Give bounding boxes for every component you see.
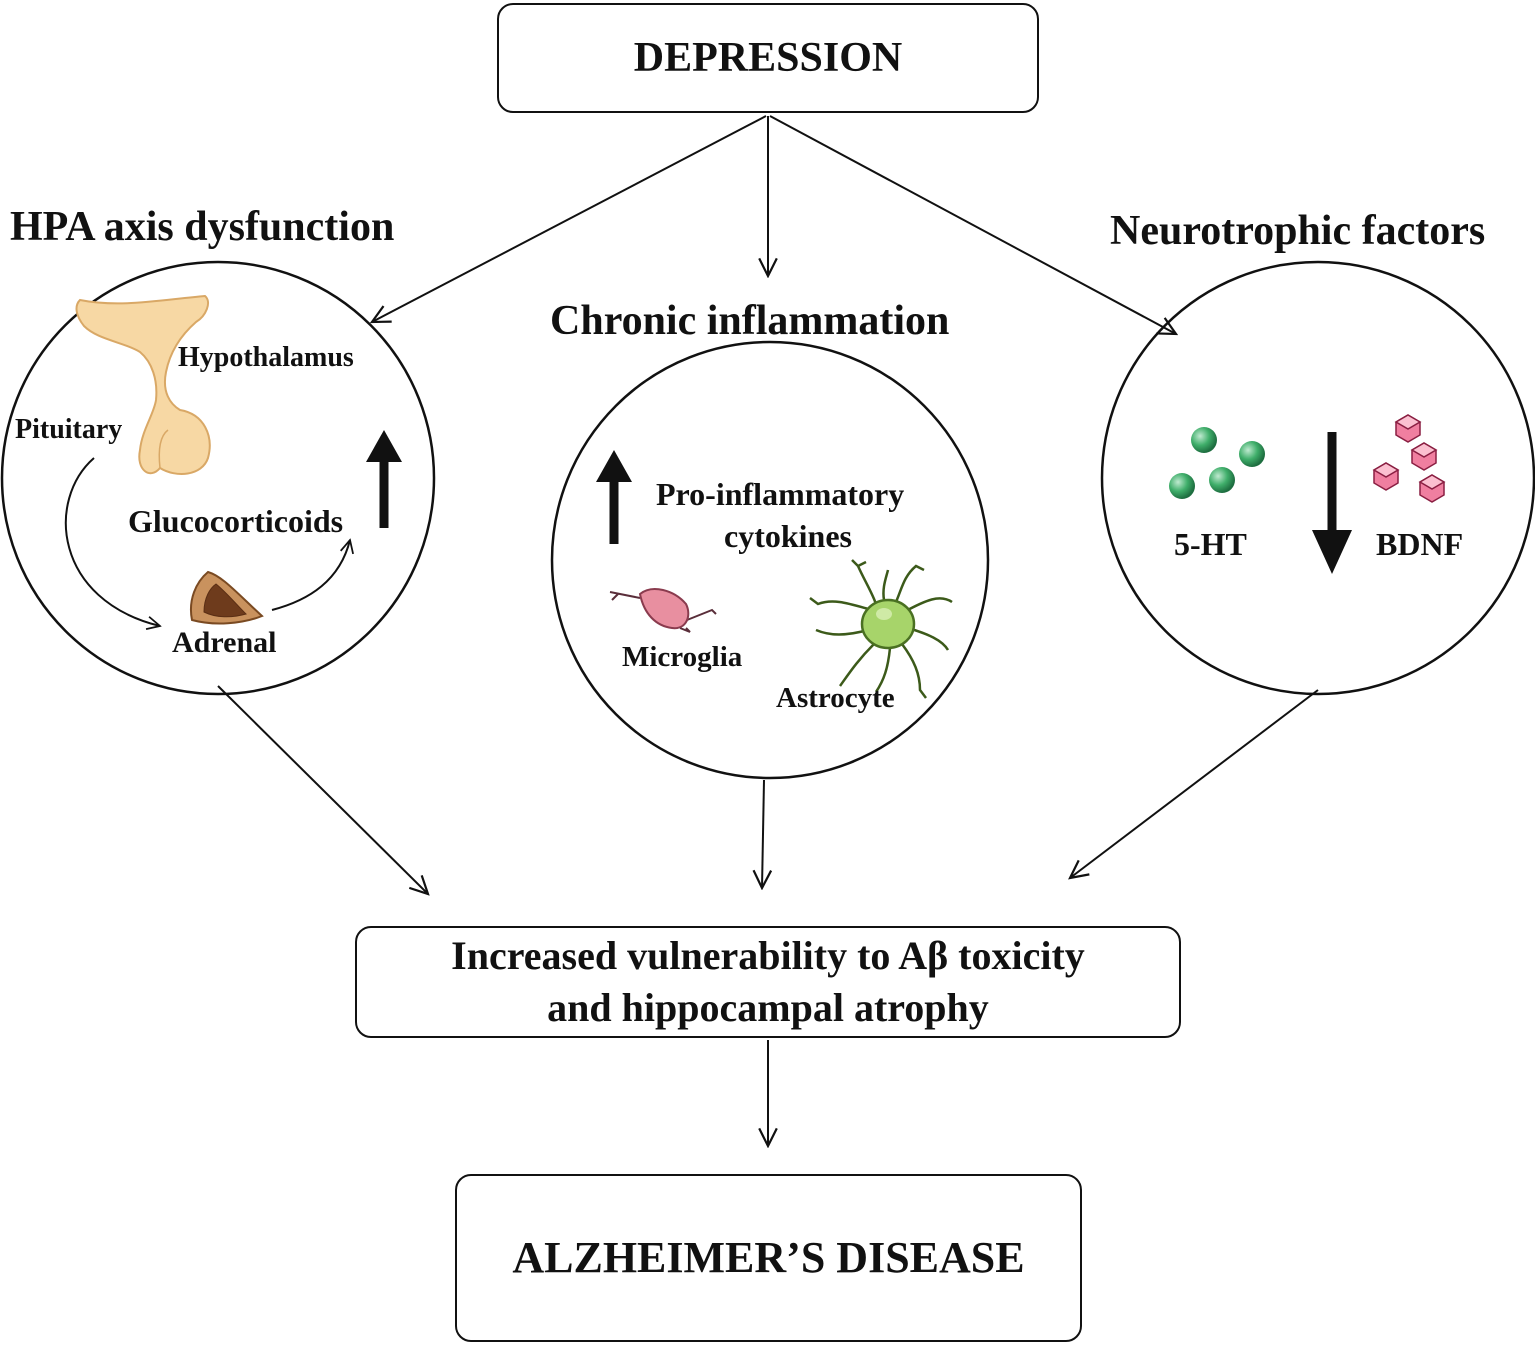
cytokines-label-line-2: cytokines (724, 518, 852, 554)
serotonin-molecules-icon (1169, 427, 1265, 499)
vulnerability-box: Increased vulnerability to Aβ toxicity a… (355, 926, 1181, 1038)
depression-box: DEPRESSION (497, 3, 1039, 113)
arrow-hpa-to-vulnerability (217, 685, 428, 894)
vulnerability-line-2: and hippocampal atrophy (547, 985, 989, 1030)
inflammation-title: Chronic inflammation (550, 298, 950, 344)
hypothalamus-pituitary-icon (75, 294, 211, 475)
hpa-circle (0, 260, 436, 696)
cytokines-label-line-1: Pro-inflammatory (656, 476, 905, 512)
alzheimers-label: ALZHEIMER’S DISEASE (512, 1233, 1025, 1283)
astrocyte-icon (809, 559, 953, 699)
adrenal-label: Adrenal (172, 626, 277, 659)
inflammation-circle (550, 340, 990, 780)
alzheimers-box: ALZHEIMER’S DISEASE (455, 1174, 1082, 1342)
bdnf-molecules-icon (1372, 414, 1446, 503)
microglia-icon (609, 588, 717, 633)
neurotrophic-title: Neurotrophic factors (1110, 208, 1486, 254)
vulnerability-text: Increased vulnerability to Aβ toxicity a… (451, 930, 1085, 1034)
glucocorticoids-label: Glucocorticoids (128, 503, 344, 539)
pituitary-label: Pituitary (15, 414, 123, 445)
astrocyte-label: Astrocyte (776, 682, 895, 714)
microglia-label: Microglia (622, 641, 743, 673)
depression-label: DEPRESSION (633, 34, 903, 81)
pituitary-to-adrenal-arrow (64, 457, 160, 626)
vulnerability-line-1: Increased vulnerability to Aβ toxicity (451, 933, 1085, 978)
glucocorticoids-up-arrow (366, 430, 402, 528)
cytokines-up-arrow (596, 450, 632, 544)
neurotrophic-down-arrow (1312, 432, 1352, 574)
arrow-inflammation-to-vulnerability (762, 779, 764, 888)
bdnf-label: BDNF (1376, 526, 1464, 562)
adrenal-to-glucocorticoids-arrow (271, 540, 350, 611)
arrow-neurotrophic-to-vulnerability (1070, 689, 1319, 878)
adrenal-icon (190, 570, 264, 625)
serotonin-label: 5-HT (1174, 526, 1247, 562)
arrow-depression-to-hpa (372, 115, 767, 322)
hpa-title: HPA axis dysfunction (10, 204, 395, 250)
arrow-depression-to-neurotrophic (769, 115, 1176, 334)
neurotrophic-circle (1100, 260, 1535, 696)
hypothalamus-label: Hypothalamus (178, 342, 354, 373)
